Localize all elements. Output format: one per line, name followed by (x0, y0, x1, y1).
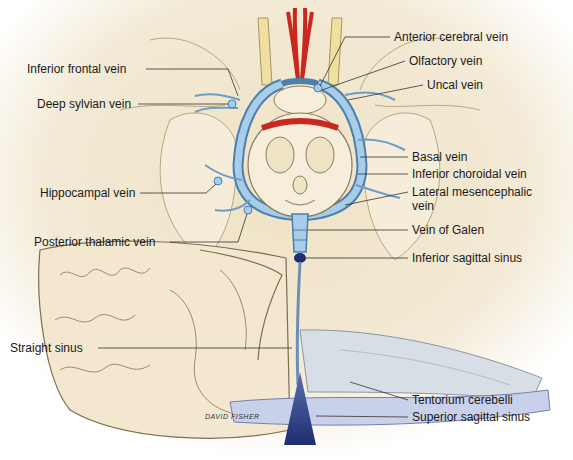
leader-line (322, 61, 405, 90)
cerebral-aqueduct (293, 176, 307, 194)
superior-sagittal-sinus (230, 390, 550, 425)
anatomy-label: Olfactory vein (409, 54, 482, 68)
falx-edge (200, 250, 282, 360)
posterior-cerebral-artery (262, 121, 338, 128)
anatomy-label: Superior sagittal sinus (412, 410, 530, 424)
leader-line (138, 104, 228, 105)
straight-sinus (297, 262, 300, 385)
olfactory-tract (258, 18, 272, 85)
leader-line (98, 348, 292, 349)
tentorium-fold (340, 350, 510, 385)
anterior-communicating-vein (282, 81, 318, 84)
anatomy-label: Inferior choroidal vein (412, 167, 527, 181)
leader-line (350, 382, 408, 400)
vein-cut-end (214, 177, 222, 185)
olfactory-tract (328, 18, 342, 85)
anatomy-label: Hippocampal vein (40, 186, 135, 200)
anatomy-label: Basal vein (412, 150, 467, 164)
leader-line (306, 258, 408, 259)
anatomy-label: Inferior frontal vein (27, 62, 126, 76)
cerebral-peduncle (266, 137, 294, 173)
leader-line (345, 192, 408, 205)
leader-line (348, 85, 423, 100)
vein-of-galen (292, 214, 308, 252)
vein-cut-end (228, 100, 236, 108)
anatomy-label: Vein of Galen (412, 223, 484, 237)
colliculi (285, 200, 315, 205)
leader-line (360, 157, 408, 158)
leader-line (146, 69, 238, 96)
inferior-sagittal-sinus (294, 253, 306, 263)
anatomy-label: Deep sylvian vein (37, 97, 131, 111)
vein-cut-end (244, 206, 252, 214)
leader-line (140, 184, 216, 193)
midbrain (248, 113, 352, 217)
leader-line (358, 174, 408, 175)
anatomy-label: Lateral mesencephalic vein (412, 185, 547, 213)
anatomy-label: Anterior cerebral vein (394, 30, 508, 44)
leader-lines (98, 37, 423, 417)
artist-signature: DAVID FISHER (205, 410, 260, 424)
anatomy-label: Inferior sagittal sinus (412, 251, 522, 265)
basal-vein-outline (238, 84, 362, 216)
anatomy-label: Tentorium cerebelli (412, 393, 513, 407)
temporal-lobe (160, 113, 236, 260)
cerebral-peduncle (306, 137, 334, 173)
basal-vein (238, 84, 362, 216)
anatomy-label: Posterior thalamic vein (34, 235, 155, 249)
gyri-line (55, 268, 246, 415)
anterior-cerebral-artery (288, 8, 312, 80)
anatomy-label: Straight sinus (10, 341, 83, 355)
torcular-herophili (284, 372, 316, 445)
tentorium-cerebelli (300, 330, 542, 400)
anatomy-label: Uncal vein (427, 78, 483, 92)
leader-line (316, 416, 408, 417)
leader-line (170, 214, 247, 242)
vein-of-galen-detail (292, 230, 308, 240)
leader-line (308, 230, 408, 231)
